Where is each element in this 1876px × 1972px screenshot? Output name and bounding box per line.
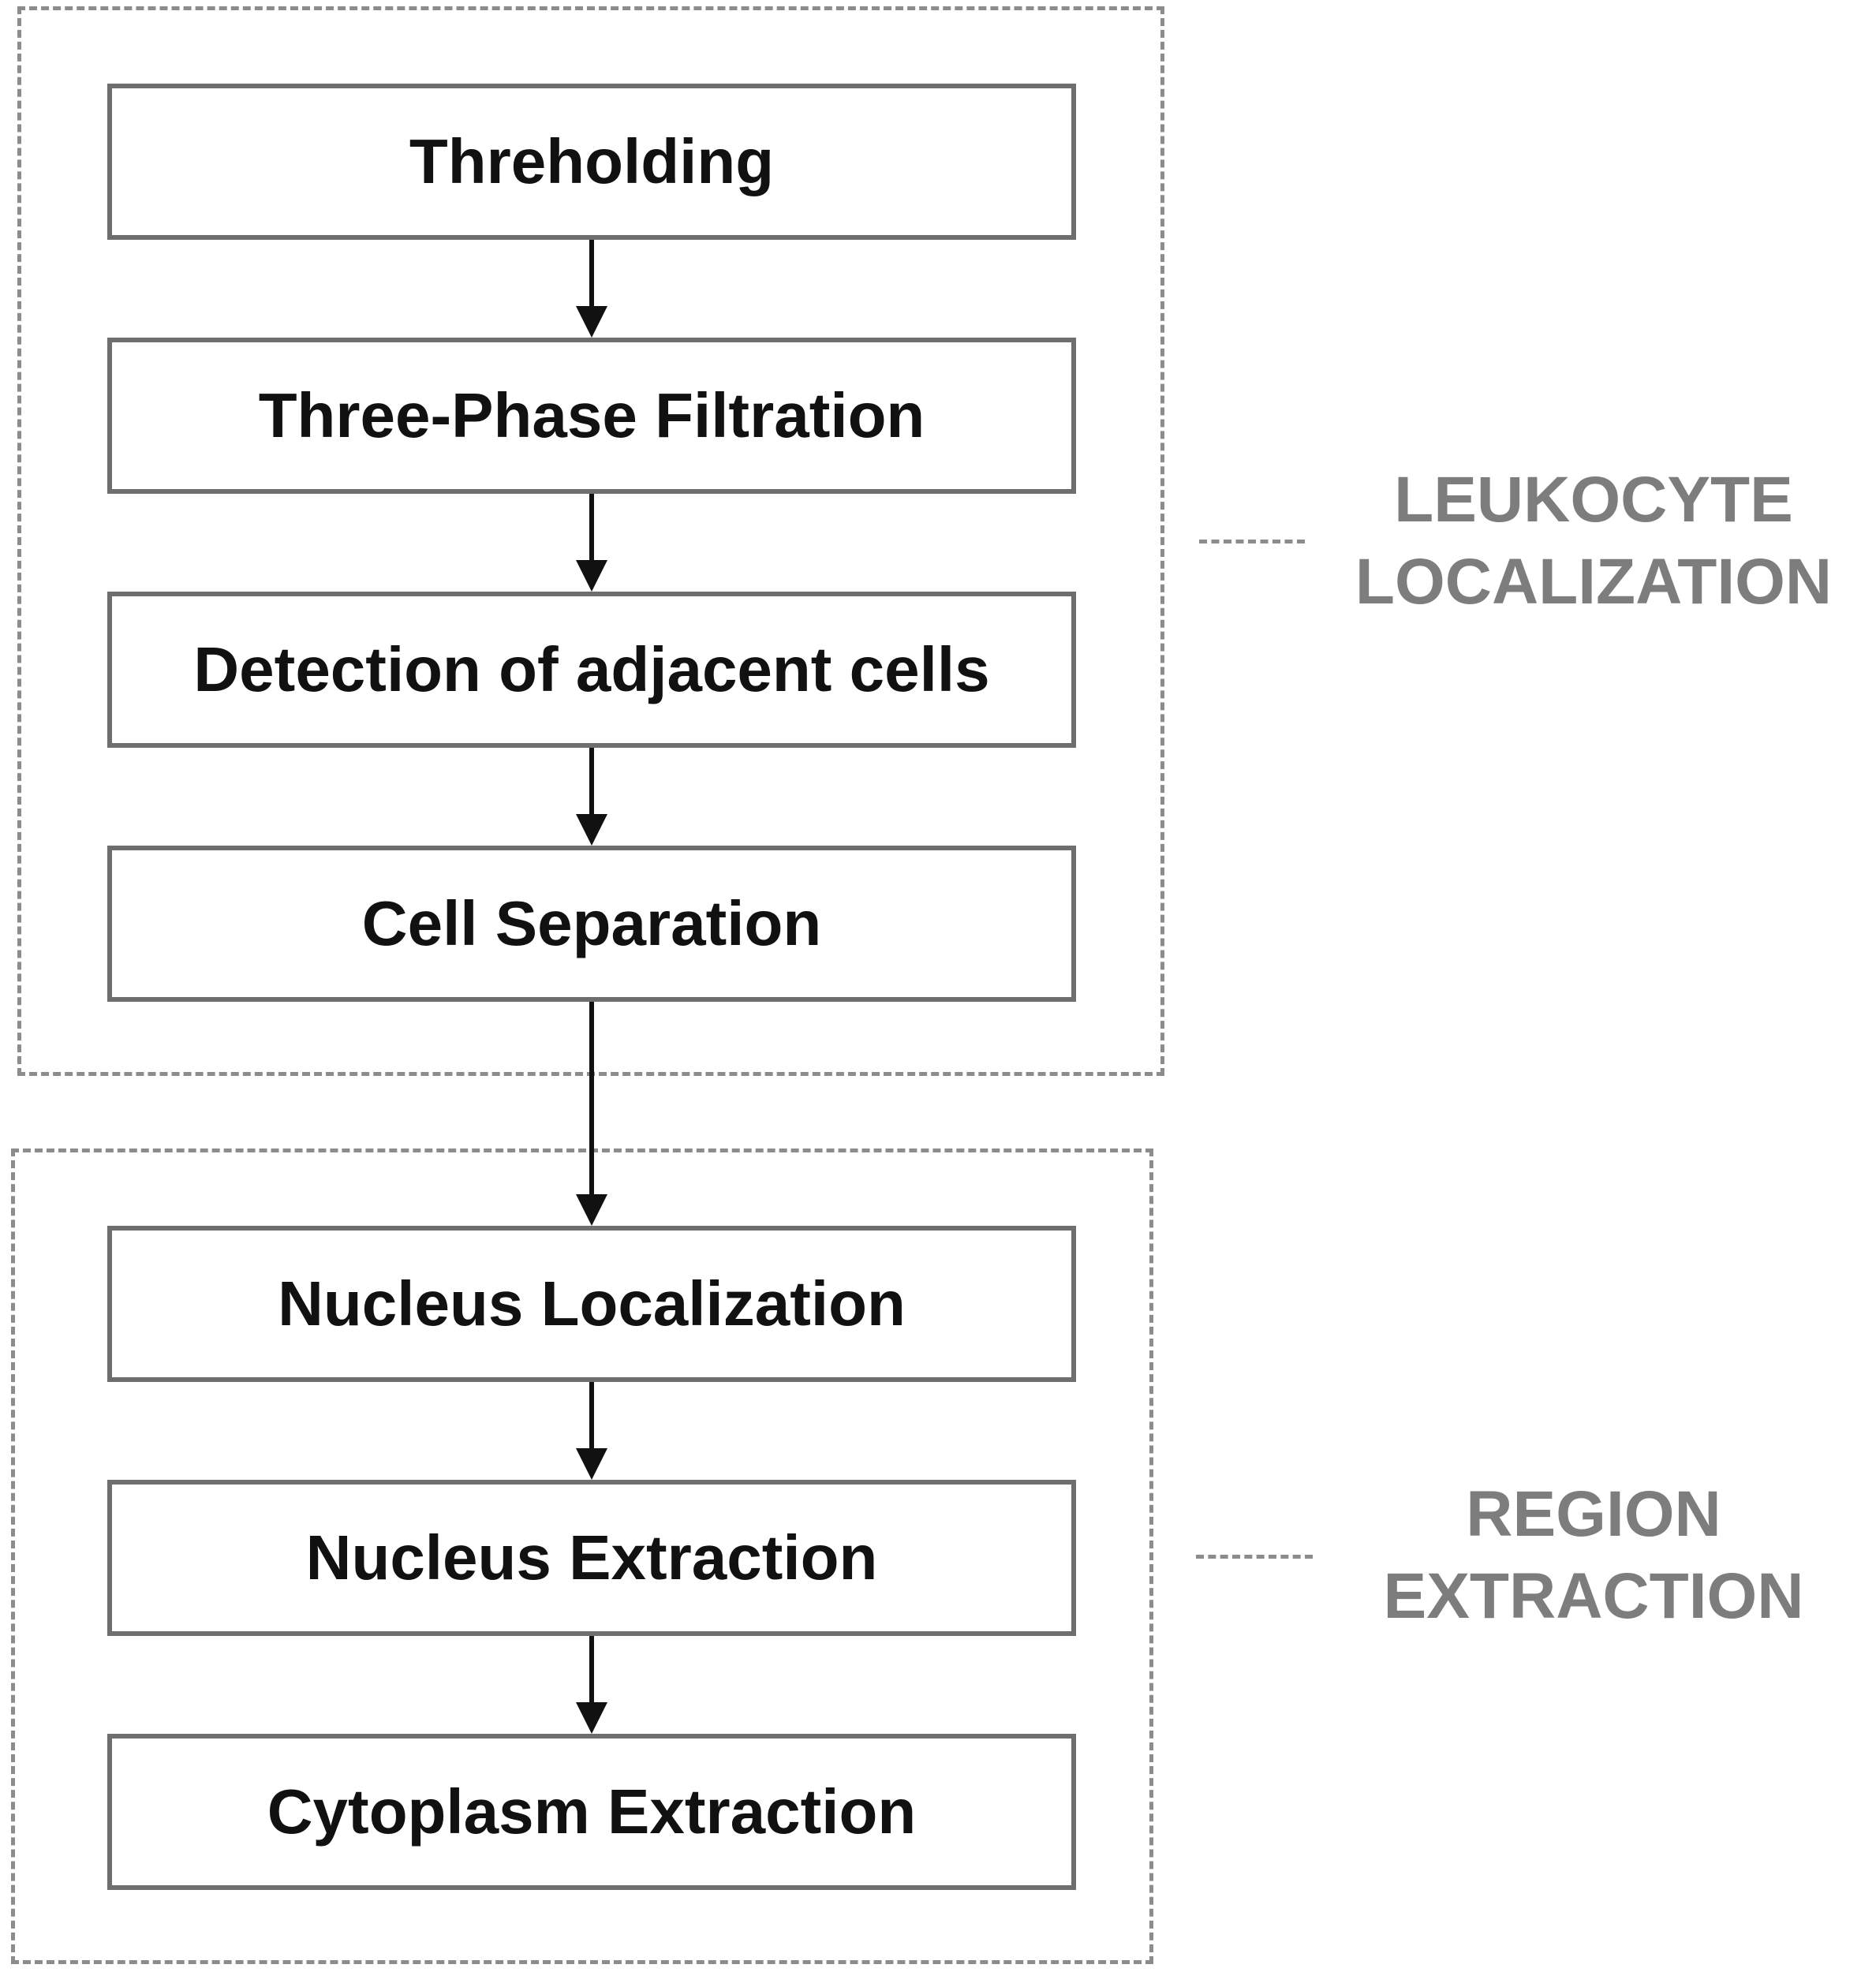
step-label: Three-Phase Filtration [258, 380, 925, 450]
flow-arrow-head [576, 560, 607, 592]
leukocyte-group-connector [1199, 540, 1305, 543]
step-label: Nucleus Extraction [305, 1522, 878, 1593]
group-label-line: REGION [1466, 1478, 1721, 1550]
step-detection-adjacent-cells: Detection of adjacent cells [107, 592, 1076, 748]
region-extraction-label: REGION EXTRACTION [1341, 1473, 1846, 1638]
step-label: Nucleus Localization [278, 1268, 906, 1339]
step-cell-separation: Cell Separation [107, 846, 1076, 1002]
flow-arrow-head [576, 1194, 607, 1226]
flow-arrow-head [576, 814, 607, 846]
step-cytoplasm-extraction: Cytoplasm Extraction [107, 1734, 1076, 1890]
group-label-line: LEUKOCYTE [1394, 464, 1793, 536]
step-thresholding: Threholding [107, 84, 1076, 240]
flow-arrow-head [576, 306, 607, 338]
step-nucleus-localization: Nucleus Localization [107, 1226, 1076, 1382]
step-label: Detection of adjacent cells [193, 634, 990, 704]
flow-arrow-head [576, 1702, 607, 1734]
step-label: Cytoplasm Extraction [267, 1776, 917, 1847]
group-label-line: LOCALIZATION [1355, 546, 1833, 618]
flow-arrow-head [576, 1448, 607, 1480]
region-extraction-group [11, 1148, 1153, 1964]
step-label: Cell Separation [361, 888, 822, 958]
group-label-line: EXTRACTION [1383, 1560, 1804, 1632]
step-label: Threholding [409, 126, 775, 196]
step-three-phase-filtration: Three-Phase Filtration [107, 338, 1076, 494]
step-nucleus-extraction: Nucleus Extraction [107, 1480, 1076, 1636]
leukocyte-localization-label: LEUKOCYTE LOCALIZATION [1325, 459, 1862, 623]
region-group-connector [1196, 1555, 1313, 1559]
